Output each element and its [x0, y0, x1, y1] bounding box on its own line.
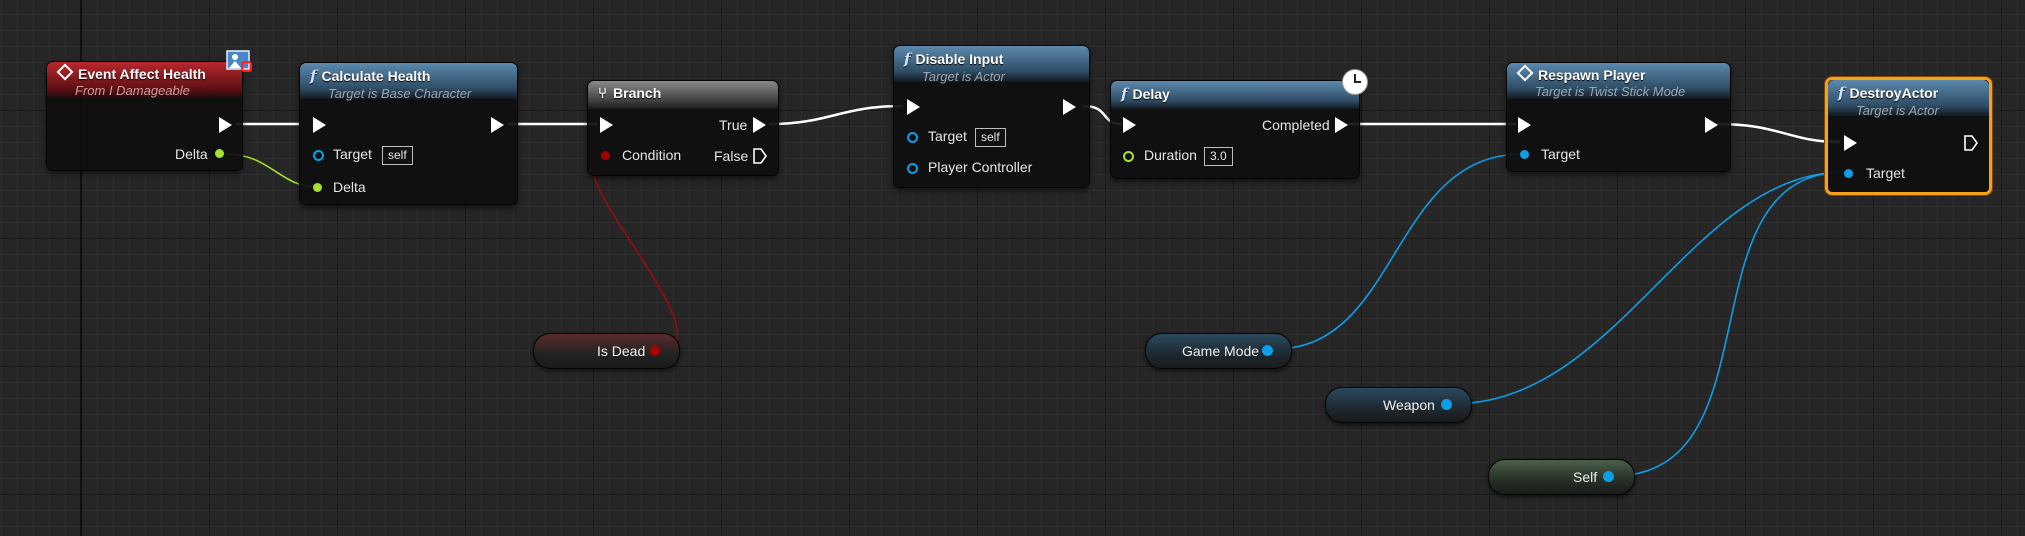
self-output-pin[interactable]: [1603, 471, 1614, 482]
delta-input-label: Delta: [333, 179, 366, 195]
duration-input-pin[interactable]: [1123, 151, 1134, 162]
graph-origin-axis: [80, 0, 82, 536]
exec-input-pin[interactable]: [313, 117, 326, 133]
target-input-label: Target: [333, 146, 372, 162]
node-subtitle: Target is Base Character: [328, 86, 472, 101]
latent-clock-icon: [1342, 69, 1368, 95]
game-mode-output-pin[interactable]: [1262, 345, 1273, 356]
target-input-pin[interactable]: [907, 132, 918, 143]
event-diamond-icon: [1516, 64, 1534, 82]
function-icon: f: [310, 67, 317, 85]
exec-output-pin[interactable]: [1964, 135, 1978, 151]
completed-exec-output-pin[interactable]: [1335, 117, 1348, 133]
delta-output-label: Delta: [175, 146, 208, 162]
event-affect-health-node[interactable]: Event Affect Health From I Damageable De…: [46, 61, 243, 171]
target-input-pin[interactable]: [313, 150, 324, 161]
exec-output-pin[interactable]: [1705, 117, 1718, 133]
self-reference-node[interactable]: Self: [1488, 459, 1635, 495]
false-exec-output-pin[interactable]: [753, 148, 767, 164]
exec-input-pin[interactable]: [1123, 117, 1136, 133]
node-subtitle: Target is Actor: [922, 69, 1005, 84]
target-input-pin[interactable]: [1520, 150, 1529, 159]
exec-output-pin[interactable]: [491, 117, 504, 133]
variable-label: Weapon: [1383, 397, 1435, 413]
object-wire-weapon-target: [1451, 171, 1846, 405]
delta-input-pin[interactable]: [313, 183, 322, 192]
object-wire-gamemode-target: [1274, 153, 1524, 350]
target-self-field[interactable]: self: [382, 146, 413, 165]
exec-output-pin[interactable]: [1063, 99, 1076, 115]
exec-wire-respawn-to-destroy: [1716, 122, 1841, 144]
true-exec-output-pin[interactable]: [753, 117, 766, 133]
node-header[interactable]: Respawn Player Target is Twist Stick Mod…: [1507, 63, 1730, 99]
node-header[interactable]: Event Affect Health From I Damageable: [47, 62, 242, 98]
node-subtitle: Target is Twist Stick Mode: [1535, 84, 1686, 99]
node-title: Respawn Player: [1516, 64, 1720, 83]
branch-node[interactable]: ⑂Branch True Condition False: [587, 80, 779, 176]
respawn-player-node[interactable]: Respawn Player Target is Twist Stick Mod…: [1506, 62, 1731, 172]
node-subtitle: From I Damageable: [75, 83, 190, 98]
function-icon: f: [904, 50, 911, 68]
weapon-output-pin[interactable]: [1441, 399, 1452, 410]
false-exec-hollow-icon: [753, 148, 767, 164]
bool-wire-isdead-condition: [590, 154, 679, 351]
target-input-pin[interactable]: [1844, 169, 1853, 178]
function-icon: f: [1838, 84, 1845, 102]
false-output-label: False: [714, 148, 749, 164]
game-mode-variable-node[interactable]: Game Mode: [1145, 333, 1292, 369]
is-dead-output-pin[interactable]: [650, 346, 660, 356]
object-wire-self-target: [1612, 171, 1846, 477]
event-diamond-icon: [56, 63, 74, 81]
delta-output-pin[interactable]: [215, 149, 224, 158]
node-title: Event Affect Health: [56, 63, 232, 82]
player-controller-label: Player Controller: [928, 159, 1033, 175]
condition-input-pin[interactable]: [601, 151, 610, 160]
branch-icon: ⑂: [598, 85, 608, 102]
player-controller-input-pin[interactable]: [907, 163, 918, 174]
function-icon: f: [1121, 85, 1128, 103]
exec-input-pin[interactable]: [1518, 117, 1531, 133]
variable-label: Self: [1573, 469, 1598, 485]
exec-output-pin[interactable]: [219, 117, 232, 133]
target-self-field[interactable]: self: [975, 128, 1006, 147]
node-title: ⑂Branch: [598, 85, 662, 102]
weapon-variable-node[interactable]: Weapon: [1325, 387, 1472, 423]
variable-label: Game Mode: [1182, 343, 1260, 359]
true-output-label: True: [719, 117, 748, 133]
node-subtitle: Target is Actor: [1856, 103, 1939, 118]
node-header[interactable]: ⑂Branch: [588, 81, 778, 109]
target-input-label: Target: [1541, 146, 1580, 162]
duration-input-label: Duration: [1144, 147, 1197, 163]
exec-input-pin[interactable]: [1844, 135, 1857, 151]
interface-message-icon: [226, 50, 252, 72]
exec-hollow-icon: [1964, 135, 1978, 151]
exec-input-pin[interactable]: [600, 117, 613, 133]
exec-input-pin[interactable]: [907, 99, 920, 115]
duration-value-field[interactable]: 3.0: [1204, 147, 1233, 166]
completed-output-label: Completed: [1262, 117, 1330, 133]
target-input-label: Target: [1866, 165, 1905, 181]
target-input-label: Target: [928, 128, 967, 144]
exec-wire-branch-to-disable: [768, 104, 904, 126]
condition-input-label: Condition: [622, 147, 682, 163]
variable-label: Is Dead: [597, 343, 646, 359]
is-dead-variable-node[interactable]: Is Dead: [533, 333, 680, 369]
